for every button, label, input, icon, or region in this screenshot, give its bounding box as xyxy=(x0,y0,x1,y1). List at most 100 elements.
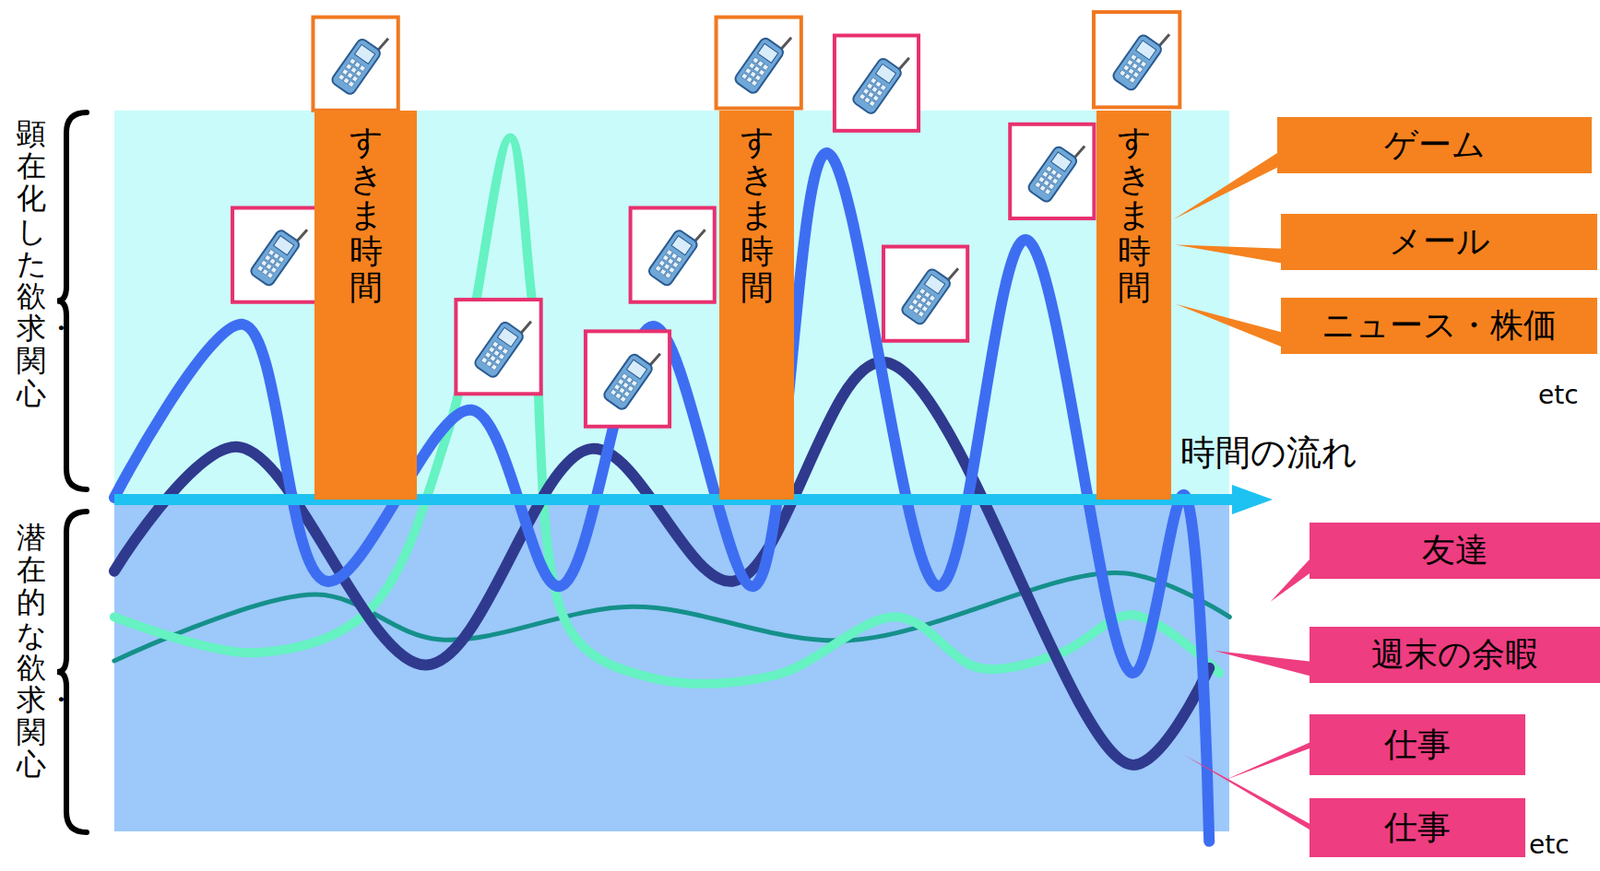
phone-key xyxy=(346,71,354,79)
phone-key xyxy=(671,252,678,260)
phone-key xyxy=(261,268,269,275)
phone-key xyxy=(672,261,679,269)
phone-key xyxy=(1055,172,1063,179)
phone-key xyxy=(358,65,366,72)
phone-key xyxy=(665,249,673,257)
phone-key xyxy=(1130,54,1138,61)
gap-time-column: すきま時間 xyxy=(314,110,417,500)
phone-key xyxy=(748,62,756,70)
phone-key xyxy=(872,94,879,102)
icon-frame xyxy=(585,331,670,427)
phone-key xyxy=(662,254,669,261)
phone-case xyxy=(330,37,382,97)
phone-case xyxy=(851,57,903,117)
phone-key xyxy=(497,344,504,352)
phone-key xyxy=(1044,188,1052,195)
phone-key xyxy=(497,353,505,360)
phone-screen xyxy=(273,236,295,256)
phone-key xyxy=(668,266,676,273)
box-label: ニュース・株価 xyxy=(1321,303,1557,349)
phone-key xyxy=(345,63,353,71)
box-label: 仕事 xyxy=(1384,805,1451,852)
interest-box: 友達 xyxy=(1309,522,1600,580)
phone-key xyxy=(658,260,665,267)
phone-key xyxy=(1132,71,1139,79)
phone-key xyxy=(752,57,759,64)
phone-key xyxy=(1034,181,1042,189)
phone-case xyxy=(473,320,525,380)
phone-key xyxy=(614,383,621,391)
phone-key xyxy=(1119,70,1126,77)
phone-body xyxy=(602,340,663,412)
phone-key xyxy=(493,350,500,357)
phone-key xyxy=(623,391,630,398)
phone-key xyxy=(915,293,923,300)
phone-key xyxy=(741,72,748,80)
phone-key xyxy=(1123,64,1130,72)
icon-frame xyxy=(455,299,541,394)
gap-time-column: すきま時間 xyxy=(719,110,795,500)
phone-key xyxy=(488,346,496,354)
phone-key xyxy=(917,310,925,318)
phone-key xyxy=(745,67,752,74)
phone-key xyxy=(494,358,501,366)
phone-case xyxy=(1111,33,1163,93)
mobile-phone-icon xyxy=(232,208,317,303)
phone-key xyxy=(1048,183,1055,190)
phone-key xyxy=(1136,66,1143,73)
phone-key xyxy=(338,73,345,81)
phone-key xyxy=(485,360,493,368)
phone-case xyxy=(647,228,700,288)
phone-key xyxy=(864,96,871,104)
phone-key xyxy=(350,67,357,74)
phone-screen xyxy=(924,274,946,295)
phone-key xyxy=(610,389,617,396)
phone-key xyxy=(343,77,350,84)
phone-key xyxy=(630,379,638,387)
phone-key xyxy=(278,256,285,263)
phone-key xyxy=(924,300,932,308)
axis-label: 潜在的な欲求・関心 xyxy=(16,521,47,783)
phone-key xyxy=(663,263,671,271)
phone-key xyxy=(867,91,875,98)
phone-screen xyxy=(758,43,779,63)
phone-key xyxy=(347,81,355,88)
phone-key xyxy=(762,63,770,71)
icon-frame xyxy=(834,35,919,131)
phone-screen xyxy=(355,44,376,64)
mobile-phone-icon xyxy=(1009,124,1094,219)
phone-key xyxy=(871,86,878,94)
phone-key xyxy=(626,377,633,384)
phone-key xyxy=(664,272,672,279)
phone-body xyxy=(733,23,794,95)
phone-key xyxy=(1052,177,1059,185)
pointer-wedge xyxy=(1175,304,1283,348)
pointer-wedge xyxy=(1214,651,1312,677)
phone-key xyxy=(492,341,499,348)
phone-key xyxy=(750,80,758,87)
phone-key xyxy=(1135,57,1142,64)
box-label: メール xyxy=(1388,219,1491,265)
phone-screen xyxy=(671,236,692,256)
phone-key xyxy=(863,88,870,95)
phone-case xyxy=(602,352,654,412)
mobile-phone-icon xyxy=(1093,11,1180,107)
phone-key xyxy=(1039,185,1046,192)
icon-frame xyxy=(1093,11,1180,107)
icon-frame xyxy=(232,208,317,303)
mobile-phone-icon xyxy=(585,331,670,427)
phone-key xyxy=(912,298,919,306)
phone-body xyxy=(1026,132,1087,204)
phone-body xyxy=(1111,21,1172,93)
phone-screen xyxy=(626,359,647,380)
phone-key xyxy=(928,295,936,302)
phone-case xyxy=(900,267,952,327)
icon-frame xyxy=(883,247,968,342)
phone-key xyxy=(265,263,273,271)
mobile-phone-icon xyxy=(312,17,398,111)
content-box: メール xyxy=(1280,213,1598,271)
curly-bracket xyxy=(57,511,87,833)
phone-key xyxy=(908,304,915,311)
phone-key xyxy=(875,81,882,88)
time-arrow-head xyxy=(1232,485,1273,515)
